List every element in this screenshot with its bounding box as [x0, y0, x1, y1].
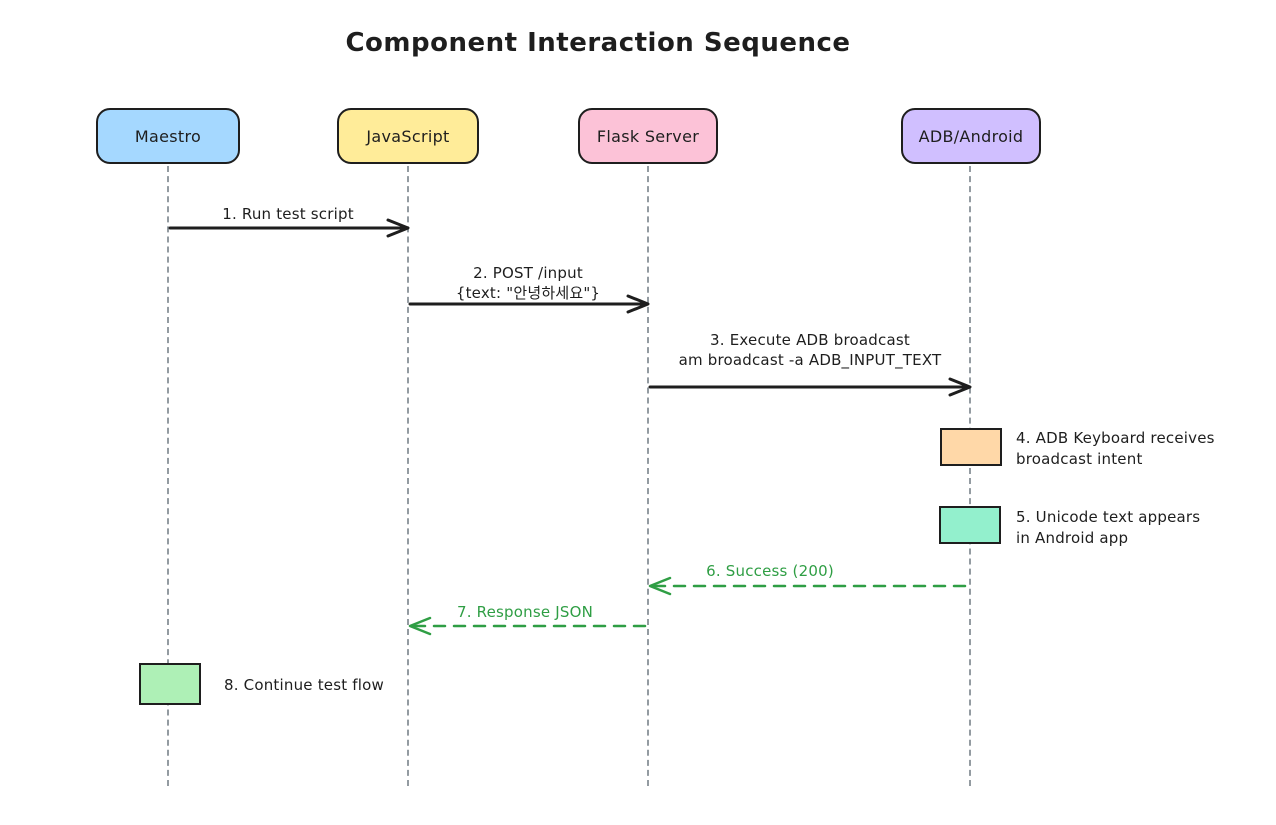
note-8-box [139, 663, 201, 705]
message-6-arrow [648, 576, 974, 596]
participant-javascript: JavaScript [337, 108, 479, 164]
message-7-label: 7. Response JSON [456, 603, 594, 621]
note-4-text: 4. ADB Keyboard receives broadcast inten… [1016, 428, 1215, 470]
participant-maestro: Maestro [96, 108, 240, 164]
message-3-label-line2: am broadcast -a ADB_INPUT_TEXT [678, 351, 942, 369]
lifeline-javascript [407, 166, 409, 786]
lifeline-adb-android [969, 166, 971, 786]
participant-flask-server: Flask Server [578, 108, 718, 164]
diagram-title: Component Interaction Sequence [345, 28, 851, 58]
message-3-label-line1: 3. Execute ADB broadcast [710, 331, 910, 349]
note-8-line1: 8. Continue test flow [224, 676, 384, 694]
note-4-line1: 4. ADB Keyboard receives [1016, 429, 1215, 447]
participant-flask-server-label: Flask Server [596, 126, 700, 146]
message-2-label-line2: {text: "안녕하세요"} [455, 284, 601, 302]
note-5-box [939, 506, 1001, 544]
note-8-text: 8. Continue test flow [224, 675, 384, 696]
message-7-arrow [408, 616, 652, 636]
participant-maestro-label: Maestro [134, 126, 202, 146]
note-4-box [940, 428, 1002, 466]
participant-javascript-label: JavaScript [366, 126, 450, 146]
participant-adb-android: ADB/Android [901, 108, 1041, 164]
message-3-label: 3. Execute ADB broadcast am broadcast -a… [640, 330, 980, 370]
message-2-label: 2. POST /input {text: "안녕하세요"} [408, 263, 648, 303]
message-1-label: 1. Run test script [222, 205, 354, 223]
message-6-label: 6. Success (200) [706, 562, 834, 580]
message-2-label-line1: 2. POST /input [473, 264, 583, 282]
note-4-line2: broadcast intent [1016, 450, 1143, 468]
participant-adb-android-label: ADB/Android [918, 126, 1024, 146]
message-2-arrow [408, 294, 650, 314]
note-5-line2: in Android app [1016, 529, 1129, 547]
lifeline-flask-server [647, 166, 649, 786]
message-1-arrow [168, 218, 410, 238]
message-3-arrow [648, 377, 972, 397]
lifeline-maestro [167, 166, 169, 786]
note-5-line1: 5. Unicode text appears [1016, 508, 1201, 526]
note-5-text: 5. Unicode text appears in Android app [1016, 507, 1200, 549]
